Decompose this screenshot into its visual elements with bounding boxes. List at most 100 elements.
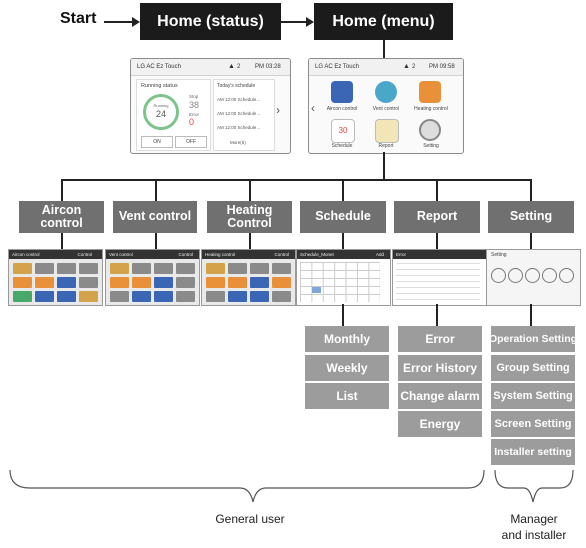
unit-tile[interactable] (206, 263, 225, 274)
thumb-control: Control (178, 252, 193, 257)
unit-tile[interactable] (132, 291, 151, 302)
calendar-selected-day[interactable] (312, 287, 321, 293)
report-table (396, 263, 480, 303)
setting-icon[interactable] (508, 268, 523, 283)
unit-tile[interactable] (250, 263, 269, 274)
unit-tile[interactable] (272, 263, 291, 274)
unit-tile[interactable] (176, 277, 195, 288)
on-button[interactable]: ON (141, 136, 173, 148)
schedule-monthly[interactable]: Monthly (305, 326, 389, 352)
menu-item-schedule[interactable]: Schedule (331, 143, 353, 149)
report-icon[interactable] (375, 119, 399, 143)
menu-item-heating[interactable]: Heating control (414, 106, 448, 112)
setting-screen[interactable]: Screen Setting (491, 411, 575, 437)
unit-tile[interactable] (110, 291, 129, 302)
category-vent[interactable]: Vent control (113, 201, 197, 233)
prev-arrow-icon[interactable]: ‹ (311, 101, 315, 115)
home-menu-box[interactable]: Home (menu) (314, 3, 453, 40)
app-title: LG AC Ez Touch (137, 64, 181, 70)
menu-item-aircon[interactable]: Aircon control (326, 106, 358, 112)
alert-icon[interactable]: ▲ (403, 63, 410, 70)
general-user-label: General user (215, 512, 285, 526)
report-error-history[interactable]: Error History (398, 355, 482, 381)
unit-tile[interactable] (228, 263, 247, 274)
connector-line (61, 233, 63, 249)
schedule-item[interactable]: AM 12:00 Schedule… (217, 111, 261, 116)
unit-tile[interactable] (206, 291, 225, 302)
unit-tile[interactable] (13, 291, 32, 302)
aircon-icon[interactable] (331, 81, 353, 103)
unit-tile[interactable] (132, 277, 151, 288)
unit-tile[interactable] (57, 291, 76, 302)
unit-tile[interactable] (228, 291, 247, 302)
calendar-icon[interactable]: 30 (331, 119, 355, 143)
manager-label: Manager and installer (501, 512, 567, 542)
thumb-control: Control (77, 252, 92, 257)
unit-tile[interactable] (79, 291, 98, 302)
category-setting[interactable]: Setting (488, 201, 574, 233)
alert-icon[interactable]: ▲ (228, 63, 235, 70)
unit-tile[interactable] (272, 291, 291, 302)
unit-tile[interactable] (13, 277, 32, 288)
setting-group[interactable]: Group Setting (491, 355, 575, 381)
menu-item-vent[interactable]: Vent control (372, 106, 400, 112)
vent-icon[interactable] (375, 81, 397, 103)
unit-tile[interactable] (176, 263, 195, 274)
unit-tile[interactable] (228, 277, 247, 288)
unit-tile[interactable] (35, 291, 54, 302)
schedule-list[interactable]: List (305, 383, 389, 409)
setting-installer[interactable]: Installer setting (491, 439, 575, 465)
more-link[interactable]: More(5) (230, 140, 246, 145)
add-button[interactable]: Add (375, 252, 384, 257)
schedule-item[interactable]: AM 12:00 Schedule… (217, 97, 261, 102)
schedule-weekly[interactable]: Weekly (305, 355, 389, 381)
unit-tile[interactable] (132, 263, 151, 274)
setting-icon[interactable] (542, 268, 557, 283)
category-aircon[interactable]: Aircon control (19, 201, 104, 233)
setting-operation[interactable]: Operation Setting (489, 326, 577, 352)
unit-tile[interactable] (79, 277, 98, 288)
clock: PM 09:58 (429, 64, 455, 70)
unit-tile[interactable] (206, 277, 225, 288)
unit-tile[interactable] (250, 291, 269, 302)
unit-tile[interactable] (57, 277, 76, 288)
category-schedule[interactable]: Schedule (300, 201, 386, 233)
gear-icon[interactable] (419, 119, 441, 141)
category-heating[interactable]: Heating Control (207, 201, 292, 233)
report-change-alarm[interactable]: Change alarm (398, 383, 482, 409)
next-arrow-icon[interactable]: › (276, 103, 280, 117)
running-status-panel: Running status Running 24 Stop 38 Error … (136, 79, 211, 151)
home-status-box[interactable]: Home (status) (140, 3, 281, 40)
thumb-control: Control (274, 252, 289, 257)
unit-tile[interactable] (154, 277, 173, 288)
connector-line (530, 304, 532, 326)
menu-item-setting[interactable]: Setting (423, 143, 439, 149)
unit-tile[interactable] (35, 263, 54, 274)
heating-icon[interactable] (419, 81, 441, 103)
category-report[interactable]: Report (394, 201, 480, 233)
setting-icon[interactable] (525, 268, 540, 283)
alert-count: 2 (237, 64, 241, 70)
setting-system[interactable]: System Setting (491, 383, 575, 409)
report-error[interactable]: Error (398, 326, 482, 352)
unit-tile[interactable] (154, 263, 173, 274)
unit-tile[interactable] (110, 277, 129, 288)
schedule-item[interactable]: AM 12:00 Schedule… (217, 125, 261, 130)
unit-tile[interactable] (57, 263, 76, 274)
clock: PM 03:28 (255, 64, 281, 70)
unit-tile[interactable] (110, 263, 129, 274)
unit-tile[interactable] (250, 277, 269, 288)
unit-tile[interactable] (79, 263, 98, 274)
menu-item-report[interactable]: Report (378, 143, 394, 149)
unit-tile[interactable] (272, 277, 291, 288)
off-button[interactable]: OFF (175, 136, 207, 148)
aircon-thumbnail: Aircon control Control (8, 249, 103, 306)
unit-tile[interactable] (13, 263, 32, 274)
unit-tile[interactable] (154, 291, 173, 302)
unit-tile[interactable] (35, 277, 54, 288)
setting-icon[interactable] (491, 268, 506, 283)
connector-line (155, 179, 157, 201)
setting-icon[interactable] (559, 268, 574, 283)
unit-tile[interactable] (176, 291, 195, 302)
report-energy[interactable]: Energy (398, 411, 482, 437)
